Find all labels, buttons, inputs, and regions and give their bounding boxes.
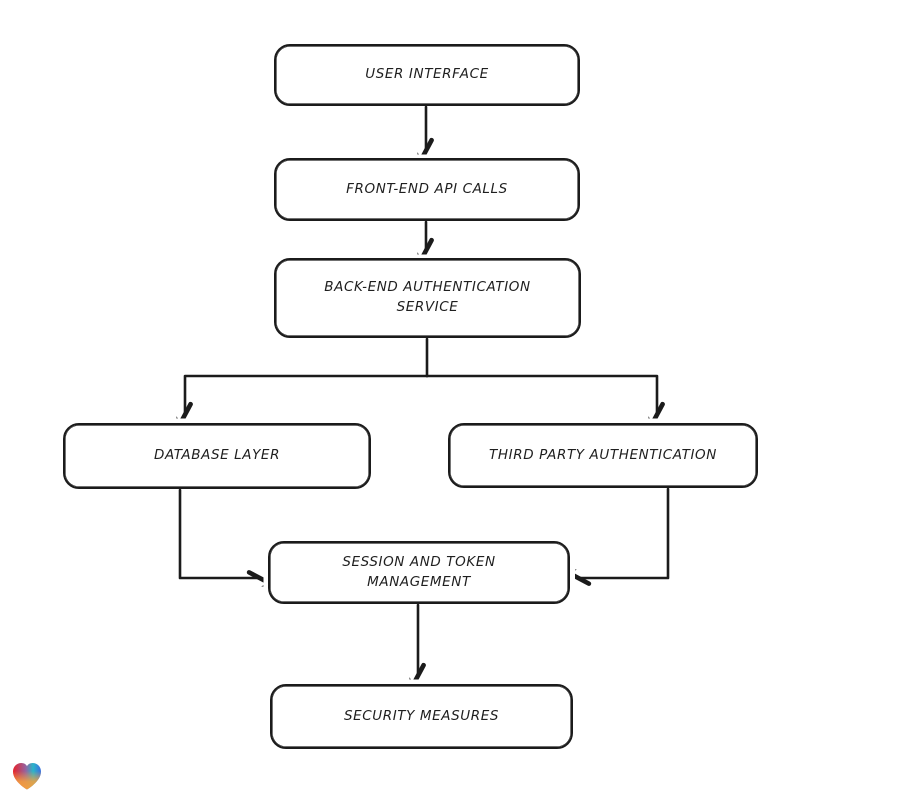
- node-user-interface[interactable]: USER INTERFACE: [274, 44, 580, 106]
- edge-thirdparty-to-session: [579, 487, 670, 578]
- node-label: DATABASE LAYER: [153, 447, 281, 464]
- node-label: FRONT-END API CALLS: [346, 180, 508, 197]
- node-back-end-authentication-service[interactable]: BACK-END AUTHENTICATION SERVICE: [274, 258, 581, 338]
- edge-backend-to-database: [185, 374, 429, 414]
- node-label: BACK-END AUTHENTICATION SERVICE: [324, 279, 531, 315]
- node-label: USER INTERFACE: [365, 66, 489, 83]
- node-session-and-token-management[interactable]: SESSION AND TOKEN MANAGEMENT: [268, 541, 570, 604]
- edge-database-to-session: [178, 488, 259, 578]
- node-label: SESSION AND TOKEN MANAGEMENT: [342, 553, 496, 590]
- node-label: SECURITY MEASURES: [343, 707, 500, 724]
- node-security-measures[interactable]: SECURITY MEASURES: [270, 684, 573, 749]
- node-database-layer[interactable]: DATABASE LAYER: [63, 423, 371, 489]
- node-third-party-authentication[interactable]: THIRD PARTY AUTHENTICATION: [448, 423, 758, 488]
- node-label: THIRD PARTY AUTHENTICATION: [489, 446, 717, 463]
- edge-backend-to-thirdparty: [425, 374, 657, 414]
- heart-logo[interactable]: [11, 761, 43, 792]
- node-front-end-api-calls[interactable]: FRONT-END API CALLS: [274, 158, 580, 221]
